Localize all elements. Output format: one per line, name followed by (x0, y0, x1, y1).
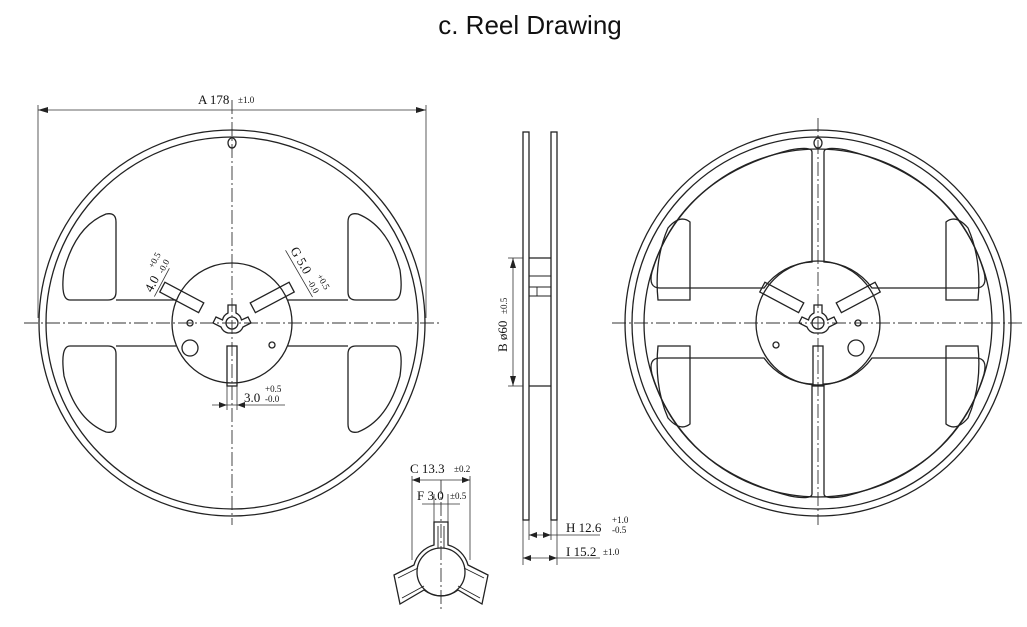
dim-H-value: 12.6 (579, 520, 602, 535)
dim-A: A 178 ±1.0 (37, 92, 427, 318)
dim-I-tol: ±1.0 (603, 547, 620, 557)
dim-F-tol: ±0.5 (450, 491, 467, 501)
svg-text:F 3.0: F 3.0 (417, 488, 444, 503)
svg-text:G 5.0: G 5.0 (287, 244, 314, 277)
dim-B-value: ø60 (495, 321, 510, 341)
slot-gap-tol-plus: +0.5 (265, 384, 282, 394)
dim-B-label: B (495, 343, 510, 352)
back-view-right (612, 118, 1022, 525)
svg-text:I 15.2: I 15.2 (566, 544, 596, 559)
dim-H-tol-minus: -0.5 (612, 525, 627, 535)
page-title: c. Reel Drawing (438, 10, 622, 40)
dim-H-label: H (566, 520, 575, 535)
side-view: B ø60 ±0.5 H 12.6 +1.0 -0.5 I 15.2 ±1.0 (495, 131, 629, 565)
dim-A-label: A (198, 92, 208, 107)
dim-H-tol-plus: +1.0 (612, 515, 629, 525)
dim-I-label: I (566, 544, 570, 559)
slot-width-value: 4.0 (141, 273, 162, 294)
dim-A-value: 178 (210, 92, 230, 107)
dim-G-value: 5.0 (294, 255, 315, 277)
dim-A-tol: ±1.0 (238, 95, 255, 105)
dim-G: G 5.0 +0.5 -0.0 (285, 244, 332, 298)
svg-text:H 12.6: H 12.6 (566, 520, 602, 535)
dim-F-label: F (417, 488, 424, 503)
dim-C-tol: ±0.2 (454, 464, 470, 474)
dim-C-value: 13.3 (422, 461, 445, 476)
front-view-left (24, 100, 440, 525)
dim-slot-gap: 3.0 +0.5 -0.0 (212, 384, 285, 410)
svg-text:C 13.3: C 13.3 (410, 461, 445, 476)
dim-I-value: 15.2 (574, 544, 597, 559)
dim-B-tol: ±0.5 (499, 297, 509, 314)
hub-detail: C 13.3 ±0.2 F 3.0 ±0.5 (393, 461, 489, 612)
dim-C-label: C (410, 461, 419, 476)
dim-F-value: 3.0 (427, 488, 443, 503)
svg-text:B ø60: B ø60 (495, 321, 510, 352)
slot-gap-tol-minus: -0.0 (265, 394, 280, 404)
svg-text:A 178: A 178 (198, 92, 229, 107)
slot-gap-value: 3.0 (244, 390, 260, 405)
dim-slot-width: 4.0 +0.5 -0.0 (141, 250, 172, 297)
